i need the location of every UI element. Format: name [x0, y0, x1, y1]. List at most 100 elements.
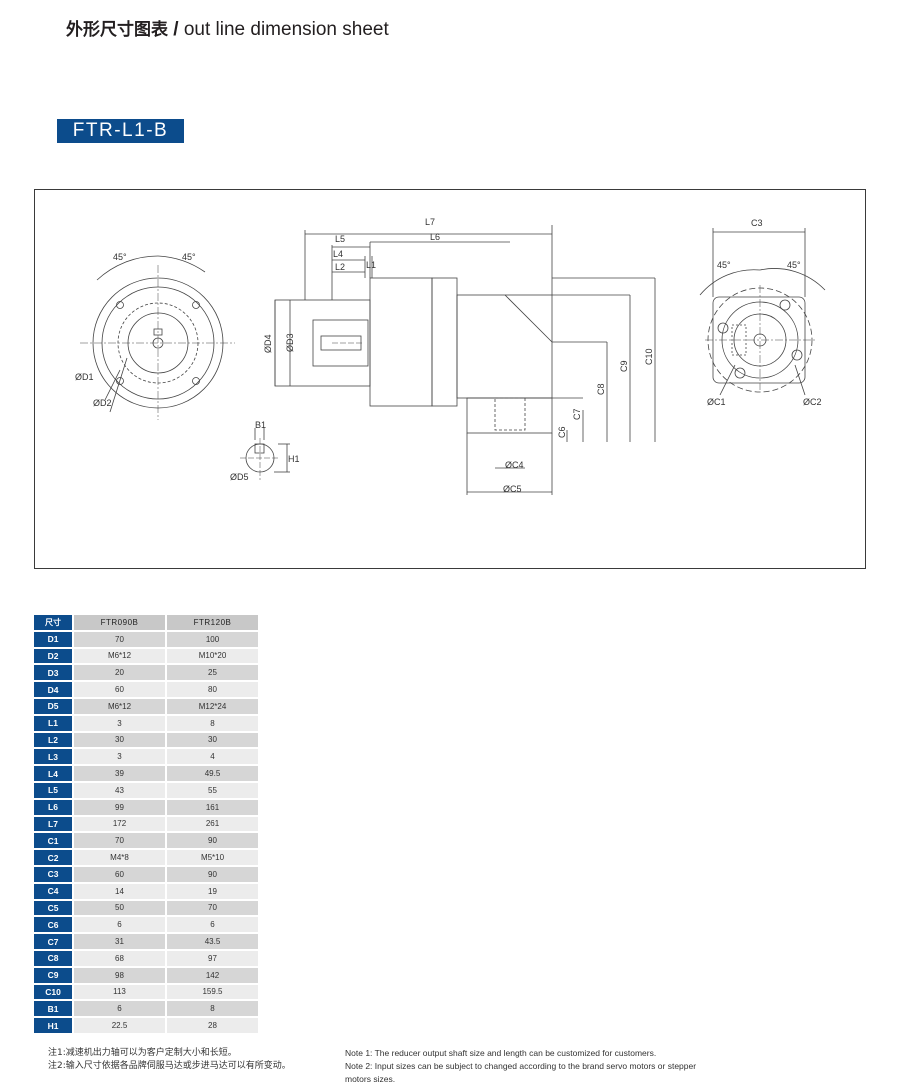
dim-label-d2: ØD2 [93, 398, 112, 408]
table-cell: M6*12 [72, 648, 165, 664]
table-cell: 55 [165, 782, 258, 798]
table-cell: M10*20 [165, 648, 258, 664]
table-cell: 60 [72, 682, 165, 697]
notes-chinese: 注1:减速机出力轴可以为客户定制大小和长短。 注2:输入尺寸依据各品牌伺服马达或… [48, 1047, 291, 1073]
note-en-1: Note 1: The reducer output shaft size an… [345, 1048, 657, 1058]
angle-label: 45° [717, 260, 731, 270]
dim-label-l2: L2 [335, 262, 345, 272]
table-cell: 25 [165, 665, 258, 681]
title-cn: 外形尺寸图表 [66, 20, 168, 40]
model-badge: FTR-L1-B [57, 119, 184, 143]
dim-label-l4: L4 [333, 249, 343, 259]
table-cell: 261 [165, 816, 258, 832]
dim-label-d4: ØD4 [263, 334, 273, 353]
table-cell: 30 [72, 732, 165, 748]
dim-label-d1: ØD1 [75, 372, 94, 382]
row-label: L2 [34, 732, 72, 748]
table-cell: 99 [72, 799, 165, 815]
row-label: L1 [34, 715, 72, 731]
table-cell: 43.5 [165, 934, 258, 949]
row-label: H1 [34, 1018, 72, 1033]
table-cell: 161 [165, 799, 258, 815]
table-cell: M6*12 [72, 698, 165, 714]
dim-label-c4: ØC4 [505, 460, 524, 470]
table-cell: 60 [72, 866, 165, 882]
row-label: D1 [34, 631, 72, 647]
row-label: D3 [34, 665, 72, 681]
row-label: D4 [34, 682, 72, 697]
table-cell: 80 [165, 682, 258, 697]
table-cell: 6 [72, 1001, 165, 1017]
row-label: D2 [34, 648, 72, 664]
shaft-section [240, 428, 290, 480]
table-cell: 113 [72, 984, 165, 1000]
table-cell: 90 [165, 833, 258, 849]
dim-label-h1: H1 [288, 454, 300, 464]
table-cell: 142 [165, 967, 258, 983]
table-cell: 20 [72, 665, 165, 681]
row-label: L4 [34, 766, 72, 781]
table-header-row: 尺寸 FTR090B FTR120B [34, 615, 258, 630]
row-label: C3 [34, 866, 72, 882]
row-label: C2 [34, 850, 72, 865]
title-en: out line dimension sheet [183, 19, 389, 40]
row-label: C1 [34, 833, 72, 849]
dim-label-c2: ØC2 [803, 397, 822, 407]
table-cell: 8 [165, 1001, 258, 1017]
dim-label-b1: B1 [255, 420, 266, 430]
table-cell: 28 [165, 1018, 258, 1033]
dim-label-c7: C7 [572, 408, 582, 420]
table-cell: 39 [72, 766, 165, 781]
dim-label-c10: C10 [644, 348, 654, 365]
table-cell: 8 [165, 715, 258, 731]
notes-english: Note 1: The reducer output shaft size an… [345, 1047, 705, 1086]
row-label: L3 [34, 749, 72, 765]
dim-label-l1: L1 [366, 260, 376, 270]
table-cell: 70 [72, 833, 165, 849]
table-cell: M12*24 [165, 698, 258, 714]
dim-label-l6: L6 [430, 232, 440, 242]
row-label: B1 [34, 1001, 72, 1017]
table-cell: 43 [72, 782, 165, 798]
row-label: C5 [34, 900, 72, 916]
table-cell: 172 [72, 816, 165, 832]
note-cn-2: 注2:输入尺寸依据各品牌伺服马达或步进马达可以有所变动。 [48, 1061, 291, 1071]
dim-label-c5: ØC5 [503, 484, 522, 494]
column-header-model: FTR120B [165, 615, 258, 630]
table-cell: 19 [165, 883, 258, 899]
row-label: C7 [34, 934, 72, 949]
table-cell: M5*10 [165, 850, 258, 865]
table-cell: 3 [72, 715, 165, 731]
table-cell: 31 [72, 934, 165, 949]
dim-label-c9: C9 [619, 360, 629, 372]
table-corner-label: 尺寸 [34, 615, 72, 630]
row-label: D5 [34, 698, 72, 714]
table-cell: 90 [165, 866, 258, 882]
table-cell: 14 [72, 883, 165, 899]
row-label: L7 [34, 816, 72, 832]
table-cell: 68 [72, 950, 165, 966]
table-cell: 100 [165, 631, 258, 647]
dim-label-c1: ØC1 [707, 397, 726, 407]
page-header: 外形尺寸图表 / out line dimension sheet [66, 15, 389, 41]
row-label: C9 [34, 967, 72, 983]
side-view [274, 225, 656, 495]
